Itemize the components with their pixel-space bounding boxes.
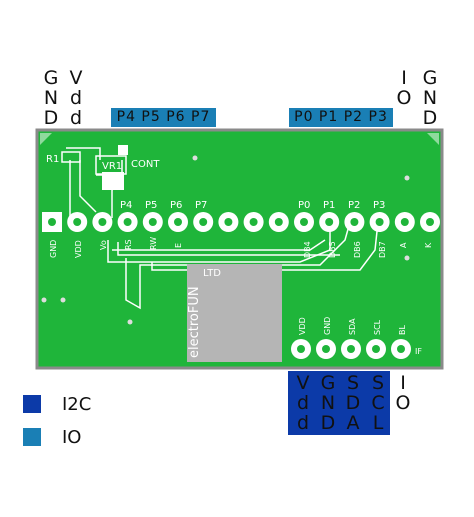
header-pad-hole [174,218,182,226]
lcd-pin-label: E [174,243,183,248]
i2c-pin-label-bl: BL [398,325,407,335]
header-pad-hole [322,345,330,353]
cont-pad [118,145,128,155]
lcd-pin-label: A [399,242,408,248]
label-gnd-left: G N D [43,67,59,129]
lcd-pin-label: Vo [99,240,108,250]
r1-resistor [61,151,81,163]
io-header-left-text: P4 P5 P6 P7 [116,109,211,125]
header-pad-hole [297,345,305,353]
legend-label-io: IO [62,427,82,448]
via [60,297,66,303]
pin-label-p1: P1 [323,200,335,211]
trace [117,242,340,256]
trace [125,221,351,310]
label-gnd-right: G N D [422,67,438,129]
vr1-knob [102,172,124,190]
pcb-corner-mark [427,133,439,145]
header-pad-hole [249,218,258,226]
i2c-pin-label-vdd: VDD [298,317,307,335]
lcd-pin-label: VDD [74,240,83,258]
r1-label: R1 [46,154,59,165]
header-pad-hole [300,218,308,226]
header-pad-hole [274,218,283,226]
vr1-label: VR1 [102,161,122,172]
trace [79,160,97,213]
pin-label-p4: P4 [120,200,132,211]
io-header-right: P0 P1 P2 P3 [289,108,393,127]
header-pad-hole [123,218,132,226]
if-label: IF [415,347,422,356]
legend-swatch-io [23,428,41,446]
chip-body [187,264,282,362]
label-vdd-left: V d d [69,67,83,129]
pin-label-p7: P7 [195,200,207,211]
label-io-bottom: I O [395,372,411,414]
via [192,155,198,161]
via [41,297,47,303]
lcd-pin-label: DB5 [328,241,337,258]
lcd-pin-label: DB4 [303,241,312,258]
header-pad-hole [325,218,334,226]
header-pad-hole [148,218,157,226]
header-pad-hole [397,345,405,353]
trace [107,225,331,263]
header-pad-hole [73,218,82,226]
header-pad-hole [98,218,107,226]
header-pad-hole [426,218,434,226]
i2c-pin-label-sda: SDA [348,318,357,335]
cont-label: CONT [131,159,160,170]
legend-swatch-i2c [23,395,41,413]
header-pad-hole [400,218,409,226]
header-pad-hole [224,218,233,226]
via [127,319,133,325]
label-vdd-bottom: V d d [296,372,310,434]
brand-ltd-label: LTD [203,268,221,279]
pin-label-p5: P5 [145,200,157,211]
lcd-pin-label: GND [49,240,58,258]
pcb-corner-mark [40,133,52,145]
lcd-pin-label: DB6 [353,241,362,258]
header-pad-hole [350,218,359,226]
via [404,255,410,261]
lcd-pin-hole [48,218,56,226]
i2c-pin-label-scl: SCL [373,319,382,335]
header-pad-hole [347,345,355,353]
brand-label: electroFUN [187,286,202,358]
i2c-label-box [288,371,390,435]
io-header-right-text: P0 P1 P2 P3 [294,109,388,125]
trace [151,221,379,271]
pin-label-p2: P2 [348,200,360,211]
pin-label-p3: P3 [373,200,385,211]
io-header-left: P4 P5 P6 P7 [111,108,216,127]
via [404,175,410,181]
header-pad-hole [375,218,384,226]
header-pad-hole [372,345,380,353]
lcd-pin-label: DB7 [378,241,387,258]
label-gnd-bottom: G N D [320,372,336,434]
label-sda-bottom: S D A [345,372,361,434]
i2c-pin-label-gnd: GND [323,317,332,335]
header-pad-hole [199,218,208,226]
trace [112,239,326,251]
lcd-pin-label: K [424,242,433,248]
lcd-pin-label: RW [149,237,158,250]
lcd-pin-label: RS [124,239,133,250]
label-scl-bottom: S C L [371,372,385,434]
pin-label-p6: P6 [170,200,182,211]
label-io-right: I O [396,67,412,109]
legend-label-i2c: I2C [62,394,92,415]
pin-label-p0: P0 [298,200,310,211]
